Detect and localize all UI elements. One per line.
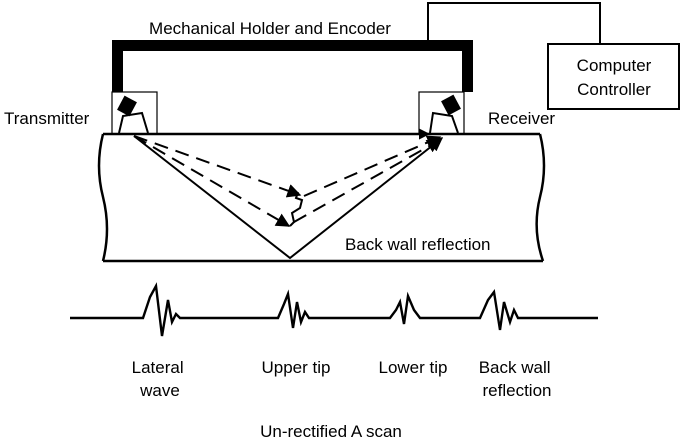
signal-label-upper-tip: Upper tip — [262, 358, 331, 377]
receiver-probe — [429, 94, 461, 134]
holder-bar — [112, 40, 473, 51]
ascan-caption: Un-rectified A scan — [260, 422, 402, 440]
signal-label-back-wall: Back wall reflection — [479, 358, 556, 400]
controller-label-line2: Controller — [577, 80, 651, 99]
lower-tip-diffracted-ray — [293, 139, 442, 223]
holder-left-leg — [112, 40, 123, 92]
transmitter-label: Transmitter — [4, 109, 90, 128]
holder-right-leg — [462, 40, 473, 92]
ascan-trace — [70, 282, 598, 337]
controller-label-line1: Computer — [577, 56, 652, 75]
signal-label-lateral-wave: Lateral wave — [132, 358, 189, 400]
transmitter-probe — [117, 95, 149, 134]
controller-box — [547, 43, 680, 110]
receiver-label: Receiver — [488, 109, 555, 128]
signal-label-lower-tip: Lower tip — [379, 358, 448, 377]
receiver-housing — [418, 91, 465, 135]
back-wall-ray — [133, 135, 444, 260]
transmitter-housing — [111, 91, 158, 135]
controller-cable — [427, 2, 601, 44]
lower-tip-incident-ray — [133, 135, 291, 227]
holder-label: Mechanical Holder and Encoder — [149, 19, 391, 38]
upper-tip-incident-ray — [133, 135, 302, 198]
upper-tip-diffracted-ray — [303, 135, 442, 197]
back-wall-label: Back wall reflection — [345, 235, 491, 254]
